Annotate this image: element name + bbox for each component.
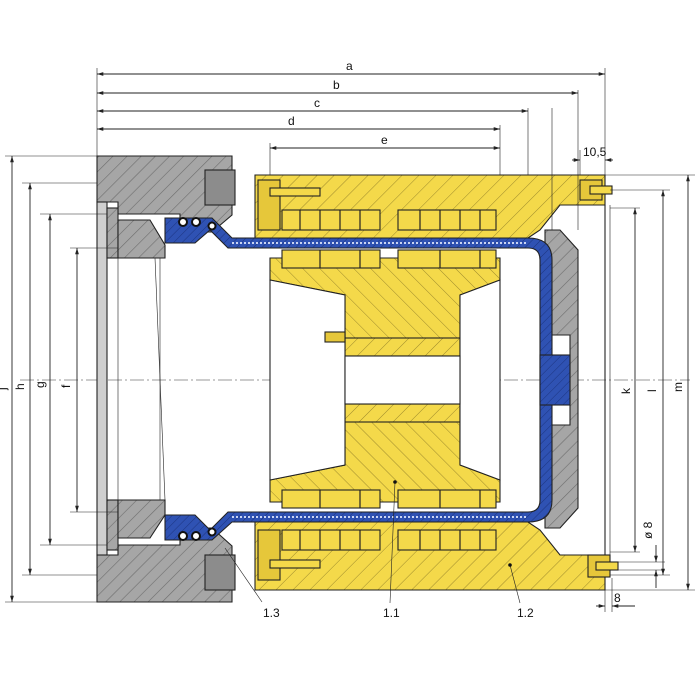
dim-c-label: c <box>314 96 320 110</box>
dim-10-5-label: 10,5 <box>583 145 607 159</box>
dim-f-label: f <box>59 384 73 388</box>
dim-a-label: a <box>346 59 353 73</box>
roller-bearings <box>281 209 497 551</box>
dim-h-label: h <box>13 383 27 390</box>
inner-bore <box>269 279 501 481</box>
left-vertical-dimensions: j h g f <box>0 155 118 603</box>
dim-d-label: d <box>288 114 295 128</box>
housing-part-1-3 <box>96 155 236 603</box>
horizontal-dimensions: a b c d e 10,5 <box>96 59 613 230</box>
callout-1-2: 1.2 <box>517 606 534 620</box>
dim-l-label: l <box>645 389 659 392</box>
dim-phi8-label: ø 8 <box>641 521 655 539</box>
seal-rings <box>178 217 217 541</box>
dim-8-label: 8 <box>614 591 621 605</box>
dim-b-label: b <box>333 78 340 92</box>
callout-1-3: 1.3 <box>263 606 280 620</box>
body-part-1-2 <box>254 174 611 591</box>
dim-e-label: e <box>381 133 388 147</box>
dim-k-label: k <box>619 387 633 394</box>
dim-g-label: g <box>33 381 47 388</box>
callouts: 1.3 1.1 1.2 <box>224 480 534 620</box>
end-cap <box>544 229 579 529</box>
piston-part-1-1 <box>164 217 571 541</box>
dim-m-label: m <box>671 382 685 392</box>
dim-j-label: j <box>0 387 9 391</box>
callout-1-1: 1.1 <box>383 606 400 620</box>
screws <box>269 185 619 571</box>
right-vertical-dimensions: k l m ø 8 8 <box>596 174 695 612</box>
